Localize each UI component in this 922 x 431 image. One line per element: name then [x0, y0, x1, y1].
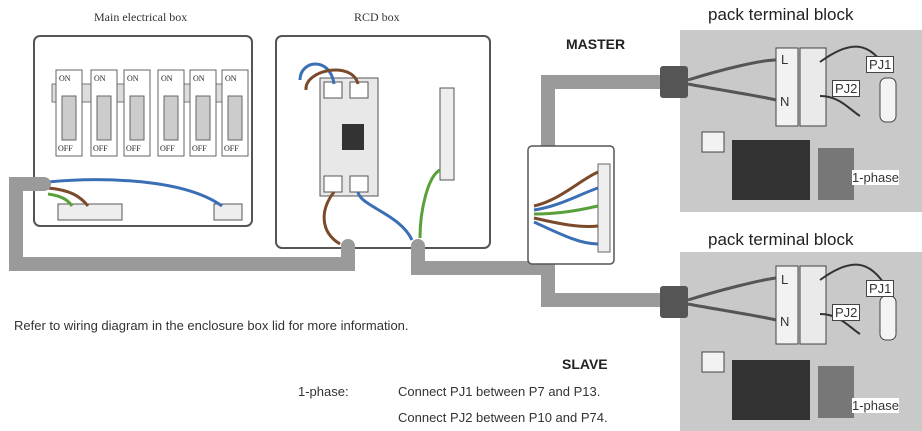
pj2-tag-top: PJ2: [832, 80, 861, 97]
phase-prefix: 1-phase:: [298, 384, 349, 399]
instruction-pj2: Connect PJ2 between P10 and P74.: [398, 410, 608, 425]
pj1-tag-bottom: PJ1: [866, 280, 895, 297]
rcd-box: [275, 35, 491, 249]
phase-tag-bottom: 1-phase: [852, 398, 899, 413]
l-label-bottom: L: [781, 272, 789, 287]
n-label-bottom: N: [780, 314, 790, 329]
main-electrical-box: [33, 35, 253, 227]
terminal-block-title-top: pack terminal block: [708, 5, 854, 24]
breaker-off-label: OFF: [93, 144, 108, 153]
breaker-on-label: ON: [94, 74, 106, 83]
master-label: MASTER: [566, 36, 626, 52]
rcd-box-title: RCD box: [354, 10, 400, 24]
n-label-top: N: [780, 94, 790, 109]
breaker-off-label: OFF: [224, 144, 239, 153]
breaker-on-label: ON: [193, 74, 205, 83]
pj1-tag-top: PJ1: [866, 56, 895, 73]
info-note: Refer to wiring diagram in the enclosure…: [14, 318, 409, 333]
phase-tag-top: 1-phase: [852, 170, 899, 185]
instruction-pj1: Connect PJ1 between P7 and P13.: [398, 384, 601, 399]
l-label-top: L: [781, 52, 789, 67]
breaker-on-label: ON: [161, 74, 173, 83]
slave-label: SLAVE: [562, 356, 608, 372]
main-box-title: Main electrical box: [94, 10, 188, 24]
breaker-off-label: OFF: [160, 144, 175, 153]
terminal-block-title-bottom: pack terminal block: [708, 230, 854, 249]
breaker-row: [55, 69, 249, 157]
breaker-off-label: OFF: [126, 144, 141, 153]
breaker-on-label: ON: [59, 74, 71, 83]
breaker-off-label: OFF: [58, 144, 73, 153]
pj2-tag-bottom: PJ2: [832, 304, 861, 321]
breaker-off-label: OFF: [192, 144, 207, 153]
breaker-on-label: ON: [127, 74, 139, 83]
junction-box: [527, 145, 615, 265]
breaker-on-label: ON: [225, 74, 237, 83]
